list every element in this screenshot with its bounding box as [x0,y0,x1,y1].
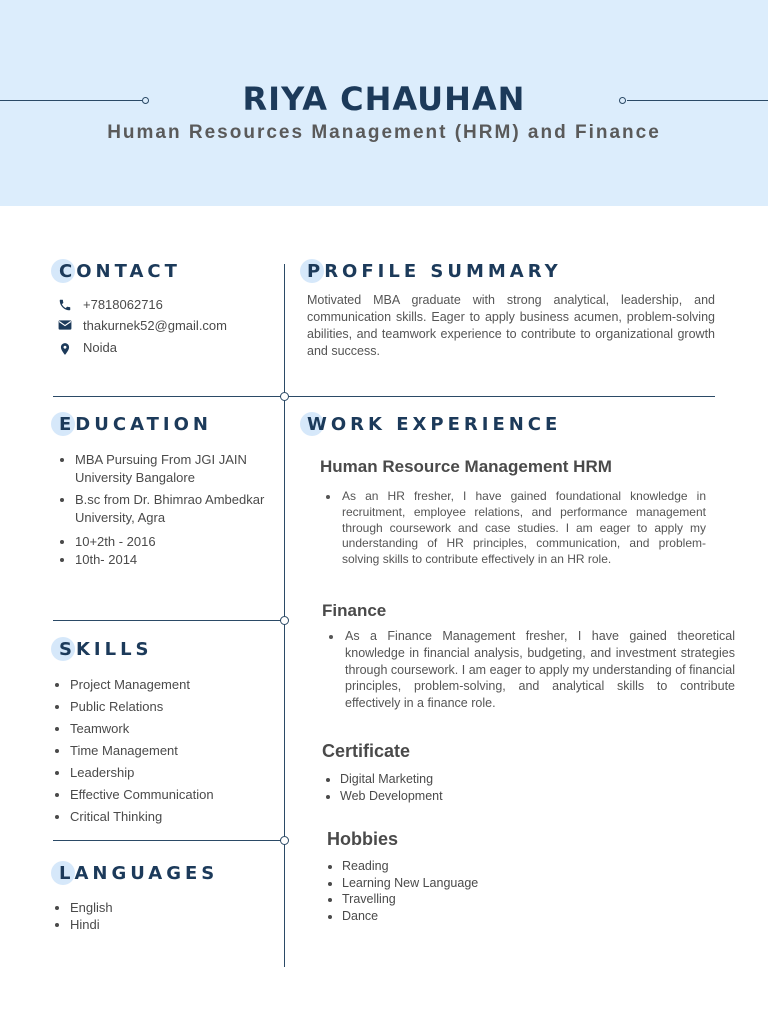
divider-dot-2 [280,616,289,625]
languages-heading: LANGUAGES [59,863,219,884]
contact-phone-text: +7818062716 [83,297,163,312]
education-list: MBA Pursuing From JGI JAIN University Ba… [57,451,277,569]
header-line-right [627,100,768,101]
location-pin-icon [58,341,74,355]
header-dot-left [142,97,149,104]
education-heading: EDUCATION [59,414,212,435]
certificate-list: Digital Marketing Web Development [322,771,622,804]
certificate-item: Digital Marketing [340,771,622,788]
education-heading-accent [51,412,75,436]
finance-description-item: As a Finance Management fresher, I have … [343,628,735,712]
divider-dot-1 [280,392,289,401]
skill-item: Project Management [70,674,277,696]
center-divider [284,264,285,967]
contact-heading: CONTACT [59,261,181,282]
header-dot-right [619,97,626,104]
hobbies-heading: Hobbies [327,829,399,849]
skill-item: Critical Thinking [70,806,277,828]
language-item: Hindi [70,917,252,934]
skills-heading: SKILLS [59,639,153,660]
skill-item: Effective Communication [70,784,277,806]
divider-row-3 [53,840,284,841]
languages-list: English Hindi [52,900,252,933]
hrm-description: As an HR fresher, I have gained foundati… [322,489,706,568]
divider-dot-3 [280,836,289,845]
contact-phone: +7818062716 [58,297,163,312]
finance-description: As a Finance Management fresher, I have … [325,628,735,712]
certificate-item: Web Development [340,788,622,805]
profile-heading: PROFILE SUMMARY [307,261,562,282]
resume-title: Human Resources Management (HRM) and Fin… [107,122,661,143]
skills-heading-accent [51,637,75,661]
education-item: 10th- 2014 [75,551,277,569]
skill-item: Time Management [70,740,277,762]
education-item: MBA Pursuing From JGI JAIN University Ba… [75,451,277,487]
skill-item: Teamwork [70,718,277,740]
contact-email: thakurnek52@gmail.com [58,318,227,333]
skills-list: Project Management Public Relations Team… [52,674,277,828]
skill-item: Leadership [70,762,277,784]
phone-icon [58,298,74,312]
hobby-item: Reading [342,858,624,875]
education-item: B.sc from Dr. Bhimrao Ambedkar Universit… [75,491,277,527]
header-line-left [0,100,142,101]
resume-name: RIYA CHAUHAN [242,80,526,118]
certificate-heading: Certificate [322,741,411,761]
finance-job-title: Finance [322,601,387,620]
work-heading: WORK EXPERIENCE [307,414,562,435]
work-heading-accent [300,412,324,436]
language-item: English [70,900,252,917]
profile-heading-accent [300,259,324,283]
hobbies-list: Reading Learning New Language Travelling… [324,858,624,924]
hrm-description-item: As an HR fresher, I have gained foundati… [340,489,706,568]
contact-email-text: thakurnek52@gmail.com [83,318,227,333]
hobby-item: Learning New Language [342,875,624,892]
languages-heading-accent [51,861,75,885]
hobby-item: Travelling [342,891,624,908]
contact-location: Noida [58,340,117,355]
profile-summary-text: Motivated MBA graduate with strong analy… [307,293,715,358]
divider-row-1 [53,396,715,397]
header-banner [0,0,768,206]
mail-icon [58,319,74,333]
hrm-job-title: Human Resource Management HRM [320,457,612,476]
contact-heading-accent [51,259,75,283]
skill-item: Public Relations [70,696,277,718]
education-item: 10+2th - 2016 [75,533,277,551]
contact-location-text: Noida [83,340,117,355]
hobby-item: Dance [342,908,624,925]
divider-row-2 [53,620,284,621]
